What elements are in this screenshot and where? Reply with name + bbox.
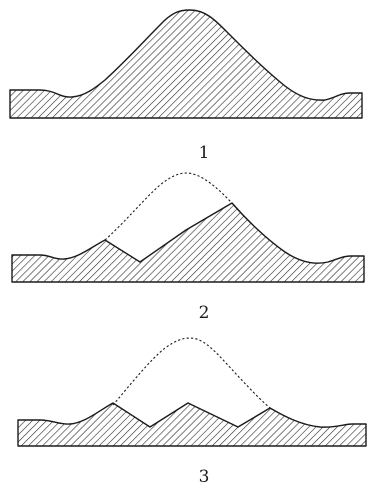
original-outline-3 (112, 337, 271, 409)
original-outline-2 (104, 172, 233, 241)
panel-label-2: 2 (199, 303, 210, 323)
mound-profile-2 (11, 202, 365, 283)
panel-1: 1 (9, 9, 363, 163)
panel-label-3: 3 (199, 467, 210, 486)
panel-label-1: 1 (199, 143, 210, 163)
mound-profile-1 (9, 9, 363, 119)
panel-2: 2 (11, 172, 365, 323)
mound-profile-3 (17, 402, 367, 447)
panel-3: 3 (17, 337, 367, 486)
